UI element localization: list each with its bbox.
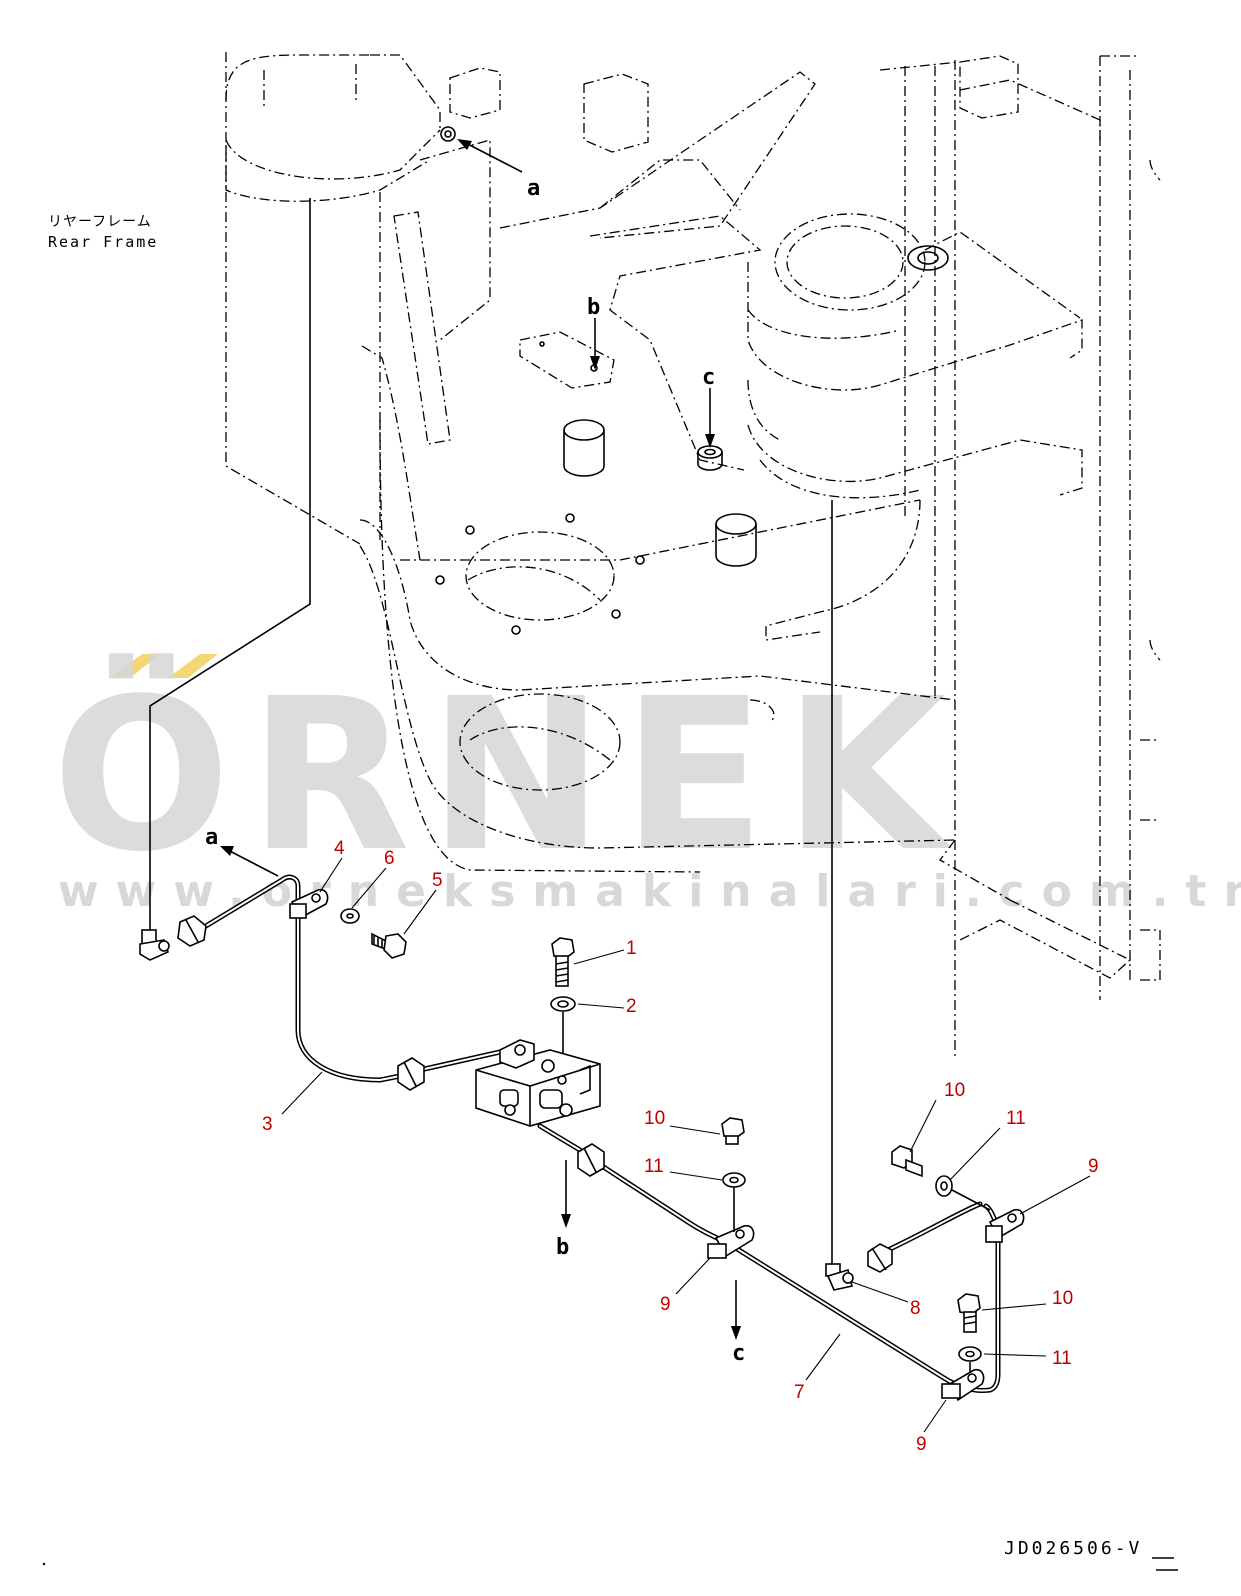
washer-2 — [550, 996, 576, 1062]
watermark-umlaut-right — [168, 654, 218, 678]
part-number-5: 5 — [432, 870, 443, 891]
attach-point-b — [590, 318, 600, 370]
bolt-10-mid — [721, 1117, 745, 1145]
pipe-nut-right — [867, 1243, 893, 1273]
bolt-10-right — [891, 1145, 923, 1178]
part-number-9-right: 9 — [1088, 1156, 1099, 1177]
part-number-3: 3 — [262, 1114, 273, 1135]
rear-frame-outline — [225, 52, 1161, 1060]
ref-letter-c-top: c — [702, 365, 715, 390]
part-number-2: 2 — [626, 996, 637, 1017]
direction-arrow-c — [731, 1280, 741, 1340]
watermark-url: www.orneksmakinalari.com.tr — [58, 866, 1241, 917]
part-number-11-mid: 11 — [644, 1156, 664, 1177]
drawing-code: JD026506-V — [1004, 1538, 1142, 1559]
watermark-brand: ÖRNEK — [52, 652, 964, 898]
part-number-7: 7 — [794, 1382, 805, 1403]
direction-arrow-b — [561, 1160, 571, 1228]
clamp-9-mid — [707, 1186, 755, 1259]
part-number-9-bottom: 9 — [916, 1434, 927, 1455]
part-number-10-mid: 10 — [644, 1108, 665, 1129]
washer-11-bottom — [958, 1346, 982, 1372]
direction-arrow-a — [220, 846, 279, 877]
part-number-4: 4 — [334, 838, 345, 859]
bolt-10-bottom — [957, 1293, 981, 1333]
part-number-6: 6 — [384, 848, 395, 869]
part-number-11-right: 11 — [1006, 1108, 1026, 1129]
pipe-nut-mid — [397, 1057, 425, 1091]
frame-label-en: Rear Frame — [48, 233, 158, 251]
part-number-1: 1 — [626, 938, 637, 959]
clamp-9-right — [985, 1208, 1025, 1243]
part-number-10-bottom: 10 — [1052, 1288, 1073, 1309]
watermark: ÖRNEK www.orneksmakinalari.com.tr — [52, 652, 1241, 917]
ref-letter-c-pipe: c — [732, 1341, 745, 1366]
leader-lines — [281, 857, 1091, 1433]
grease-nipple-left — [139, 929, 170, 961]
ref-letter-a-pipe: a — [205, 825, 218, 850]
clamp-9-bottom — [941, 1368, 985, 1402]
corner-dot — [42, 1562, 46, 1566]
pipe-7 — [537, 1123, 1001, 1393]
grease-fitting-8 — [825, 1263, 854, 1291]
bolt-1 — [551, 937, 575, 987]
clamp-4 — [289, 888, 329, 920]
watermark-umlaut-left — [110, 654, 160, 678]
part-number-8: 8 — [910, 1298, 921, 1319]
washer-11-mid — [722, 1172, 746, 1188]
part-number-9-mid: 9 — [660, 1294, 671, 1315]
washer-11-right — [935, 1175, 991, 1211]
divider-valve — [475, 1039, 601, 1127]
ref-letter-a-top: a — [527, 176, 540, 201]
washer-6 — [340, 908, 360, 924]
pipe-nut-left — [177, 915, 207, 947]
ref-letter-b-top: b — [587, 295, 600, 320]
pipe-3 — [193, 874, 503, 1083]
pipe-nut-7 — [577, 1143, 605, 1177]
frame-label-jp: リヤーフレーム — [48, 214, 152, 230]
ref-letter-b-pipe: b — [556, 1235, 569, 1260]
attach-point-a — [440, 126, 523, 173]
bolt-5 — [371, 932, 407, 959]
part-number-10-right: 10 — [944, 1080, 965, 1101]
part-number-11-bottom: 11 — [1052, 1348, 1072, 1369]
attach-point-c — [705, 388, 715, 448]
